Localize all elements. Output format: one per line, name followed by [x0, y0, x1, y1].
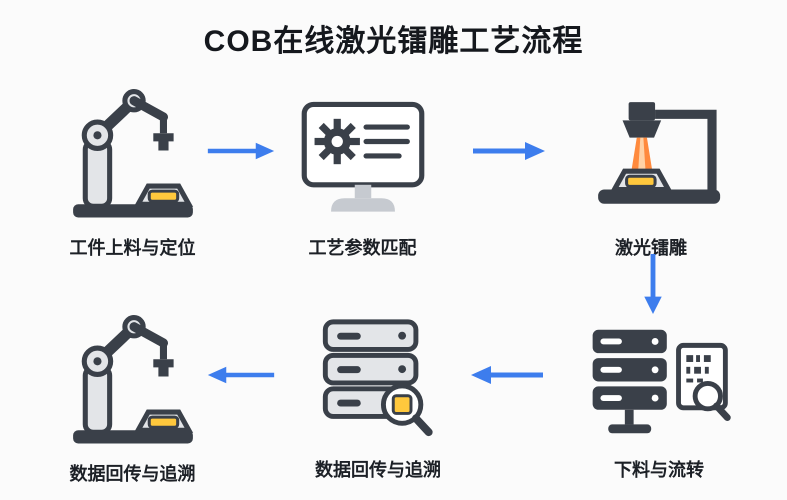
step-data-traceability: 数据回传与追溯: [278, 314, 478, 482]
laser-marking-icon: [569, 90, 733, 220]
step-unloading-transfer: 下料与流转: [553, 320, 765, 482]
arrow-right-icon: [470, 140, 548, 162]
robot-arm-icon: [67, 306, 199, 446]
step-label: 工件上料与定位: [69, 238, 196, 258]
arrow-left-icon: [206, 364, 276, 386]
step-label: 数据回传与追溯: [315, 460, 441, 480]
monitor-gear-icon: [296, 88, 430, 220]
step-data-return: 数据回传与追溯: [30, 306, 235, 486]
robot-arm-icon: [67, 80, 199, 220]
arrow-right-icon: [206, 140, 276, 162]
step-parameter-matching: 工艺参数匹配: [270, 88, 455, 260]
step-label: 下料与流转: [614, 460, 704, 480]
step-label: 激光镭雕: [615, 238, 687, 258]
arrow-down-icon: [642, 252, 664, 316]
step-loading-positioning: 工件上料与定位: [30, 80, 235, 260]
arrow-left-icon: [468, 364, 546, 386]
step-label: 数据回传与追溯: [69, 464, 196, 484]
server-magnifier-icon: [311, 314, 445, 442]
step-laser-marking: 激光镭雕: [545, 90, 757, 260]
step-label: 工艺参数匹配: [308, 238, 417, 258]
page-title: COB在线激光镭雕工艺流程: [203, 25, 584, 58]
server-document-magnifier-icon: [580, 320, 738, 442]
